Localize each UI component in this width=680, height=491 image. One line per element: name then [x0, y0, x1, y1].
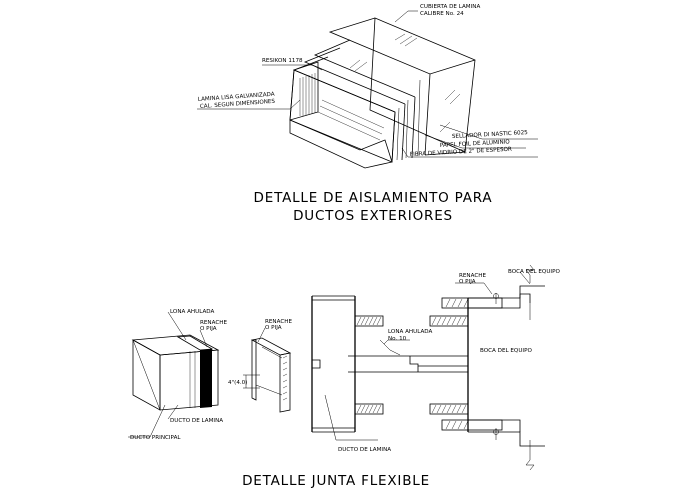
label-resikon: RESIKON 1178 — [262, 58, 303, 64]
label-renache-mid-2: O PIJA — [265, 325, 282, 331]
label-renache-left-1: RENACHE — [200, 320, 227, 326]
title-junta-flexible: DETALLE JUNTA FLEXIBLE — [242, 473, 430, 489]
title-aislamiento-1: DETALLE DE AISLAMIENTO PARA — [254, 190, 493, 206]
label-renache-left-2: O PIJA — [200, 326, 217, 332]
label-fibra: FIBRA DE VIDRIO DE 2" DE ESPESOR — [410, 147, 512, 158]
label-lona-no10-2: No. 10 — [388, 336, 407, 342]
label-cubierta-2: CALIBRE No. 24 — [420, 11, 464, 17]
label-dim: 4"(4.0) — [228, 380, 247, 386]
label-lamina-2: CAL. SEGUN DIMENSIONES — [200, 99, 276, 110]
label-lona-ahulada: LONA AHULADA — [170, 309, 215, 315]
flex-duct-drawing — [131, 334, 220, 411]
label-renache-right-1: RENACHE — [459, 273, 486, 279]
insulated-duct-drawing — [289, 17, 476, 169]
bottom-left-leaders — [128, 311, 266, 438]
title-aislamiento-2: DUCTOS EXTERIORES — [293, 208, 453, 224]
label-ducto-lamina-right: DUCTO DE LAMINA — [338, 447, 391, 453]
label-renache-mid-1: RENACHE — [265, 319, 292, 325]
label-lona-no10-1: LONA AHULADA — [388, 329, 433, 335]
inner-duct-opening — [289, 61, 319, 121]
label-ducto-lamina-left: DUCTO DE LAMINA — [170, 418, 223, 424]
label-lamina-1: LAMINA LISA GALVANIZADA — [198, 92, 275, 103]
opening-hatch — [299, 73, 385, 141]
label-renache-right-2: O PIJA — [459, 279, 476, 285]
label-papel: PAPEL FOIL DE ALUMINIO — [440, 139, 511, 149]
top-leaders — [197, 10, 538, 158]
section-drawing — [311, 264, 545, 471]
label-ducto-principal: DUCTO PRINCIPAL — [130, 435, 181, 441]
bottom-right-leaders — [324, 271, 531, 441]
label-cubierta-1: CUBIERTA DE LAMINA — [420, 4, 480, 10]
lona-band — [200, 349, 212, 408]
label-sellador: SELLADOR DI NASTIC 6025 — [452, 130, 529, 140]
lona-hatch — [356, 316, 467, 414]
label-boca-top: BOCA DEL EQUIPO — [508, 269, 560, 275]
label-boca-mid: BOCA DEL EQUIPO — [480, 348, 532, 354]
cover-top-hatch — [349, 33, 461, 133]
flange-piece — [243, 337, 292, 413]
